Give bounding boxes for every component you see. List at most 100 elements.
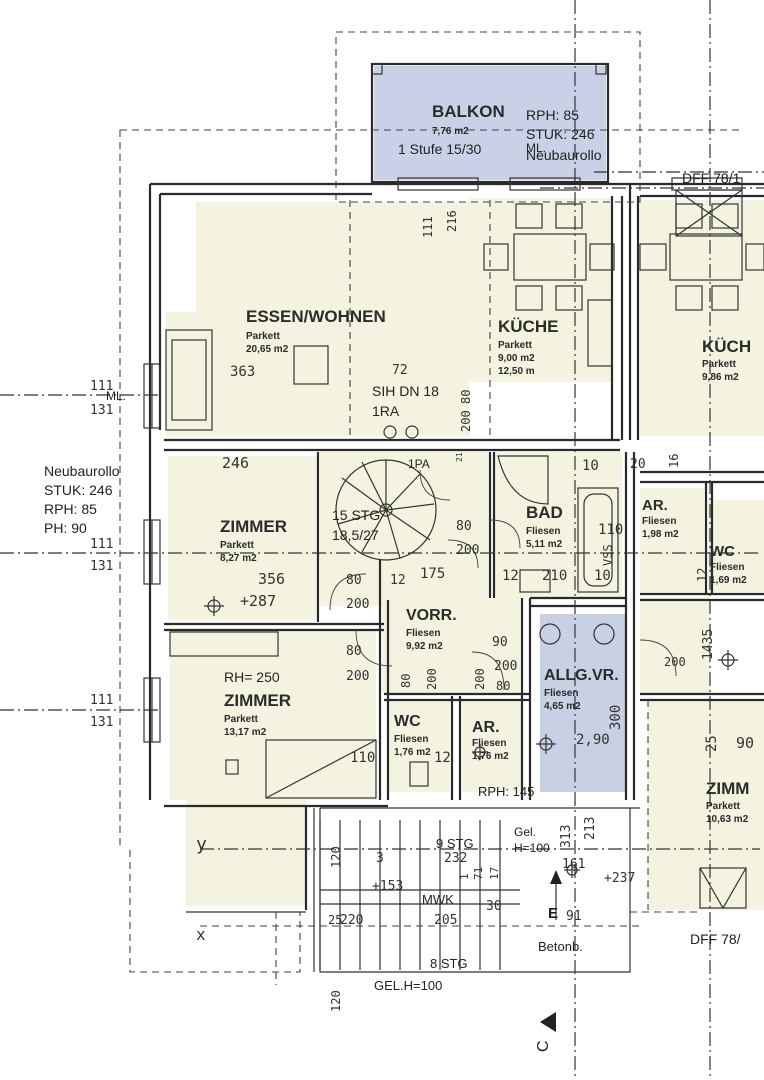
bad-title: BAD — [526, 503, 563, 522]
dim-237: +237 — [604, 871, 635, 886]
wc-right-area: 1,69 m2 — [710, 575, 747, 586]
dim-3-a: 3 — [376, 851, 384, 866]
allg-vr-title: ALLG.VR. — [544, 667, 619, 684]
furniture — [165, 189, 764, 910]
dim-175: 175 — [420, 566, 445, 582]
dim-200-stair: 200 — [459, 410, 473, 432]
symbols — [204, 425, 738, 878]
gel-bottom: GEL.H=100 — [374, 978, 442, 993]
door-arcs — [329, 469, 677, 691]
dim-17: 17 — [488, 867, 501, 880]
dim-313: 313 — [559, 825, 574, 848]
dim-120-a: 120 — [329, 846, 343, 868]
dim-220: 220 — [340, 913, 363, 928]
mark-x: x — [196, 925, 206, 944]
ar-right-fill — [640, 488, 704, 592]
dim-111-l1: 111 — [90, 379, 113, 394]
dim-131-l3: 131 — [90, 715, 113, 730]
neubaurollo-top: Neubaurollo — [526, 147, 602, 163]
dim-200-a: 200 — [346, 597, 369, 612]
dff-top: DFF 78/1 — [682, 170, 741, 186]
stg-inner-ratio: 18,5/27 — [332, 527, 379, 543]
wc-title: WC — [394, 713, 421, 730]
dim-356: 356 — [258, 570, 285, 588]
zimmer2-floor: Parkett — [224, 714, 259, 725]
dim-110: 110 — [598, 522, 623, 538]
rph-top: RPH: 85 — [526, 107, 579, 123]
walls — [148, 62, 764, 973]
sofa — [165, 329, 213, 431]
ar-title: AR. — [472, 719, 500, 736]
essen-wohnen-area: 20,65 m2 — [246, 344, 289, 355]
dim-200-b: 200 — [456, 543, 479, 558]
ml-top: ML. — [526, 141, 546, 155]
plan-notes: RPH: 85 STUK: 246 ML. Neubaurollo DFF 78… — [44, 107, 741, 1052]
dim-20: 20 — [630, 457, 646, 472]
ar-area: 1,76 m2 — [472, 751, 509, 762]
dim-246: 246 — [222, 454, 249, 472]
kitchen-right-fill — [640, 200, 764, 436]
vorr-fill — [382, 598, 520, 694]
zimmer-right-title: ZIMM — [706, 779, 749, 798]
room-labels: BALKON 7,76 m2 1 Stufe 15/30 ESSEN/WOHNE… — [220, 102, 751, 825]
crosshair-icon — [472, 744, 488, 760]
dim-80-stair: 80 — [459, 390, 473, 404]
dim-131-l1: 131 — [90, 403, 113, 418]
dim-90: 90 — [492, 635, 508, 650]
pa-label: 1PA — [408, 457, 430, 471]
ph-left: PH: 90 — [44, 520, 87, 536]
zimmer1-title: ZIMMER — [220, 517, 287, 536]
bath-sink — [519, 569, 551, 593]
section-c: C — [535, 1040, 552, 1052]
crosshair-icon — [536, 734, 556, 754]
rph-left: RPH: 85 — [44, 501, 97, 517]
stg-9: 9 STG — [436, 836, 474, 851]
room-fills — [166, 66, 764, 910]
gel-top: Gel. — [514, 825, 536, 839]
sih-label: SIH DN 18 — [372, 383, 439, 399]
kueche-floor: Parkett — [498, 340, 533, 351]
dim-363: 363 — [230, 364, 255, 380]
ra-label: 1RA — [372, 403, 400, 419]
dim-80-a: 80 — [346, 573, 362, 588]
zimmer2-area: 13,17 m2 — [224, 727, 267, 738]
living-kitchen-fill — [166, 198, 612, 436]
dim-111-l2: 111 — [90, 537, 113, 552]
vorr-area: 9,92 m2 — [406, 641, 443, 652]
balkon-note: 1 Stufe 15/30 — [398, 141, 482, 157]
dim-10-b: 10 — [594, 568, 611, 584]
dim-30: 30 — [486, 899, 502, 914]
rph-bottom: RPH: 145 — [478, 784, 534, 799]
bad-floor: Fliesen — [526, 526, 560, 537]
dim-111-l3: 111 — [90, 693, 113, 708]
dim-200-d: 200 — [425, 668, 439, 690]
dim-290: 2,90 — [576, 732, 610, 748]
dim-80-b: 80 — [456, 519, 472, 534]
dim-21: 21 — [455, 452, 464, 462]
dim-210: 210 — [542, 568, 567, 584]
dim-12-b: 12 — [502, 568, 519, 584]
dim-200-e: 200 — [473, 668, 487, 690]
zimmer1-area: 8,27 m2 — [220, 553, 257, 564]
shower — [497, 455, 549, 505]
hall-right-fill — [640, 598, 710, 694]
dim-205: 205 — [434, 913, 457, 928]
wc-right-title: WC — [710, 543, 735, 560]
dim-72: 72 — [392, 363, 408, 378]
wc-right-floor: Fliesen — [710, 562, 744, 573]
stuk-left: STUK: 246 — [44, 482, 113, 498]
zimmer-right-floor: Parkett — [706, 801, 741, 812]
kueche-title: KÜCHE — [498, 317, 558, 336]
dim-90-r: 90 — [736, 734, 754, 752]
dim-216: 216 — [445, 210, 459, 232]
windows — [143, 177, 743, 743]
riser-pa-icon — [405, 425, 419, 439]
wc-area: 1,76 m2 — [394, 747, 431, 758]
kueche-right-area: 9,86 m2 — [702, 372, 739, 383]
dim-71: 71 — [472, 867, 485, 880]
zimmer2-title: ZIMMER — [224, 691, 291, 710]
crosshair-icon — [718, 650, 738, 670]
dim-300: 300 — [608, 705, 624, 730]
